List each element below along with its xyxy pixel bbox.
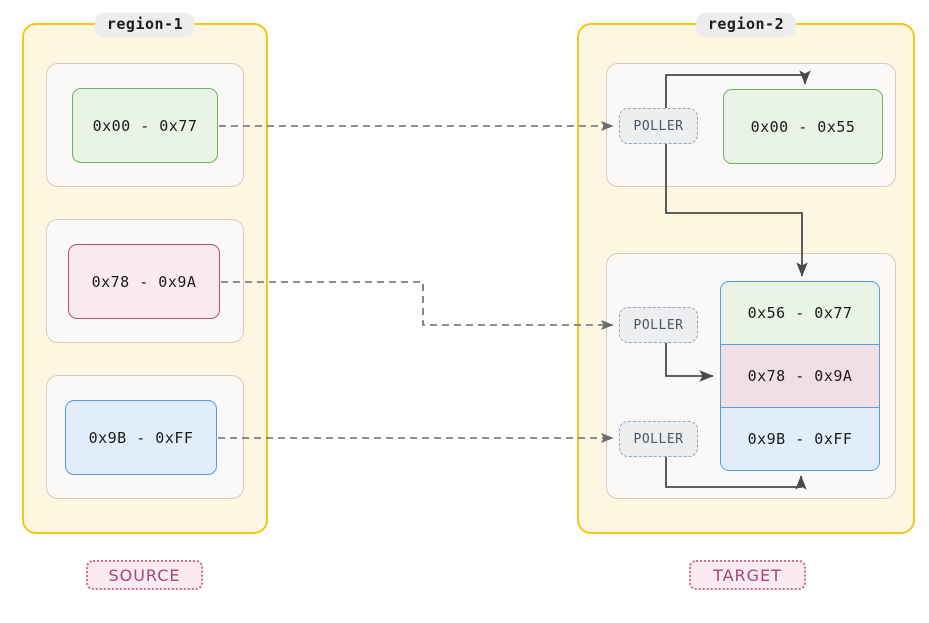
poller-top[interactable]: POLLER [619,108,698,144]
region-2-label: region-2 [695,13,797,37]
wire-source2-to-poller-middle [221,281,614,331]
poller-middle[interactable]: POLLER [619,307,698,343]
source-range-chip-2[interactable]: 0x78 - 0x9A [68,244,220,319]
source-range-chip-1[interactable]: 0x00 - 0x77 [72,88,218,163]
legend-source: SOURCE [86,560,203,590]
target-range-chip-top[interactable]: 0x00 - 0x55 [723,89,883,164]
stack-segment-3[interactable]: 0x9B - 0xFF [721,408,879,470]
poller-bottom[interactable]: POLLER [619,421,698,457]
stack-segment-1[interactable]: 0x56 - 0x77 [721,282,879,345]
source-range-chip-3[interactable]: 0x9B - 0xFF [65,400,217,475]
stack-segment-2[interactable]: 0x78 - 0x9A [721,345,879,408]
target-memory-stack: 0x56 - 0x77 0x78 - 0x9A 0x9B - 0xFF [720,281,880,471]
legend-target: TARGET [689,560,806,590]
region-1-label: region-1 [94,13,196,37]
